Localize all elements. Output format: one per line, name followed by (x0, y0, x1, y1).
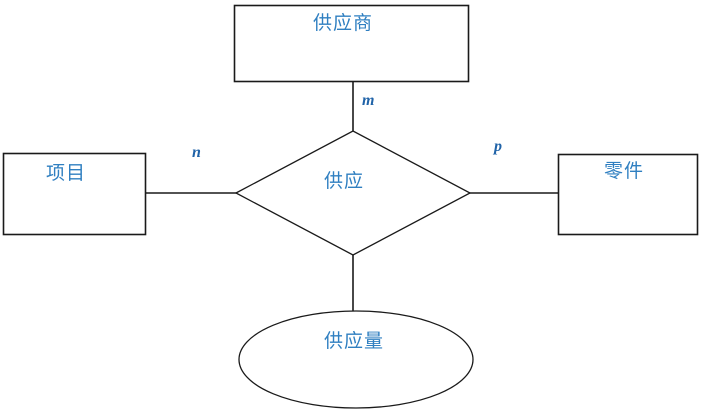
attribute-label-quantity: 供应量 (324, 331, 385, 352)
entity-label-project: 项目 (46, 163, 87, 184)
cardinality-label-p: p (494, 138, 502, 155)
entity-label-supplier: 供应商 (313, 13, 374, 34)
attribute-ellipse-quantity[interactable] (238, 310, 474, 409)
relationship-diamond-supply[interactable] (234, 130, 472, 256)
cardinality-label-n: n (192, 144, 201, 161)
entity-box-supplier[interactable] (233, 4, 470, 83)
entity-label-part: 零件 (604, 161, 645, 182)
relationship-label-supply: 供应 (324, 171, 365, 192)
entity-box-project[interactable] (2, 152, 147, 236)
entity-box-part[interactable] (557, 153, 699, 236)
cardinality-label-m: m (362, 92, 375, 109)
